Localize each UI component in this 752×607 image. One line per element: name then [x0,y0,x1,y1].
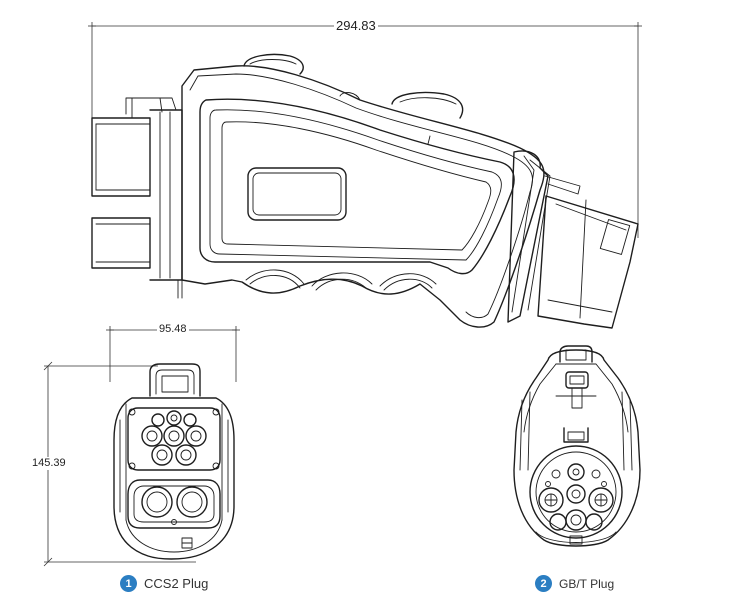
ccs2-height-label: 145.39 [31,457,67,470]
ccs2-plug-front-view [113,363,235,560]
number-badge-2: 2 [535,575,552,592]
overall-length-dimension [88,22,642,238]
gbt-plug-front-view [513,345,641,547]
ccs2-caption: 1 CCS2 Plug [120,575,208,592]
ccs2-width-label: 95.48 [157,323,189,335]
connector-side-view [91,53,639,329]
ccs2-caption-label: CCS2 Plug [144,576,209,591]
overall-length-label: 294.83 [334,18,378,33]
gbt-caption: 2 GB/T Plug [535,575,614,592]
gbt-caption-label: GB/T Plug [559,576,615,591]
number-badge-1: 1 [120,575,137,592]
